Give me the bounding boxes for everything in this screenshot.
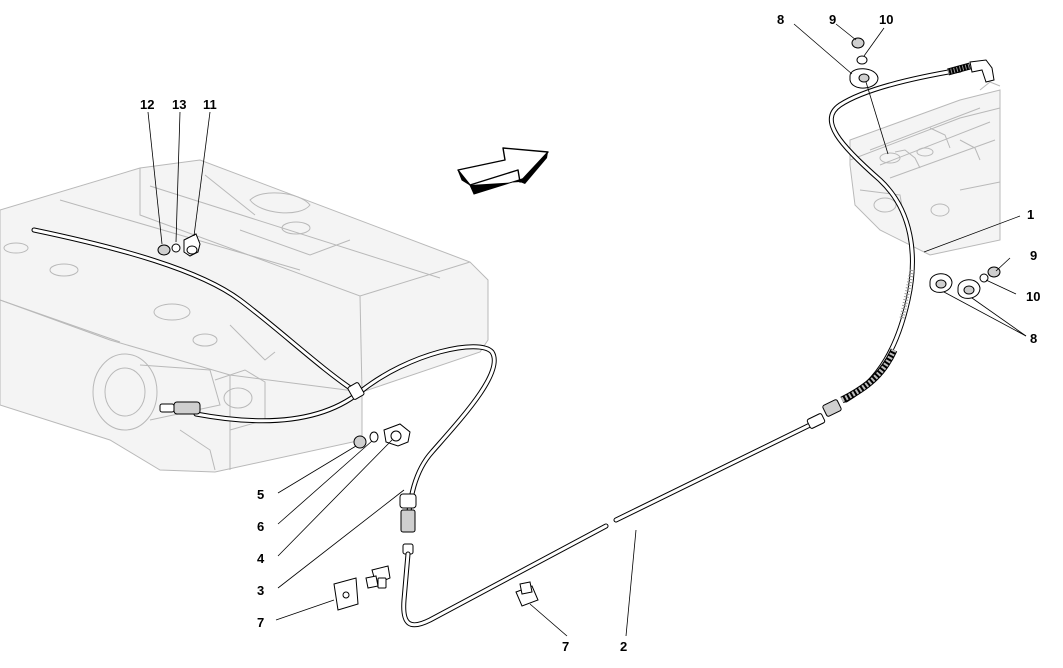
clip-7-left: [333, 577, 359, 611]
fuel-pipe-1: [828, 59, 995, 404]
callout-3: 3: [257, 583, 264, 598]
lower-connector-assembly: [399, 493, 609, 628]
tank-vent-pipe: [31, 227, 359, 395]
fuel-tank-ghost: [0, 159, 489, 473]
direction-arrow: [457, 147, 549, 195]
callout-9-top: 9: [829, 12, 836, 27]
fuel-pipe-2: [613, 399, 842, 523]
callout-4: 4: [257, 551, 265, 566]
callout-7-left: 7: [257, 615, 264, 630]
leader-lines: [147, 23, 1027, 637]
callout-5: 5: [257, 487, 264, 502]
engine-ghost: [849, 81, 1001, 256]
callout-10-top: 10: [879, 12, 893, 27]
part-group-4-5-6: [353, 423, 411, 449]
callout-2: 2: [620, 639, 627, 654]
callout-8-top: 8: [777, 12, 784, 27]
callout-9-right: 9: [1030, 248, 1037, 263]
callout-1: 1: [1027, 207, 1034, 222]
part-group-8-9-10-right: [929, 266, 1001, 299]
callout-6: 6: [257, 519, 264, 534]
callout-8-right: 8: [1030, 331, 1037, 346]
clip-7-bottom: [515, 581, 539, 607]
part-group-11-12-13: [157, 233, 201, 257]
callout-10-right: 10: [1026, 289, 1040, 304]
callout-11: 11: [203, 97, 217, 112]
mounting-bracket: [365, 565, 391, 589]
callout-12: 12: [140, 97, 154, 112]
callout-7-bottom: 7: [562, 639, 569, 654]
callout-labels: 12 13 11 5 6 4 3 7 7 2 8 9 10 1 9 10 8: [140, 12, 1040, 654]
callout-13: 13: [172, 97, 186, 112]
fuel-pipe-3: [159, 344, 497, 523]
part-group-8-9-10-top: [849, 37, 879, 89]
